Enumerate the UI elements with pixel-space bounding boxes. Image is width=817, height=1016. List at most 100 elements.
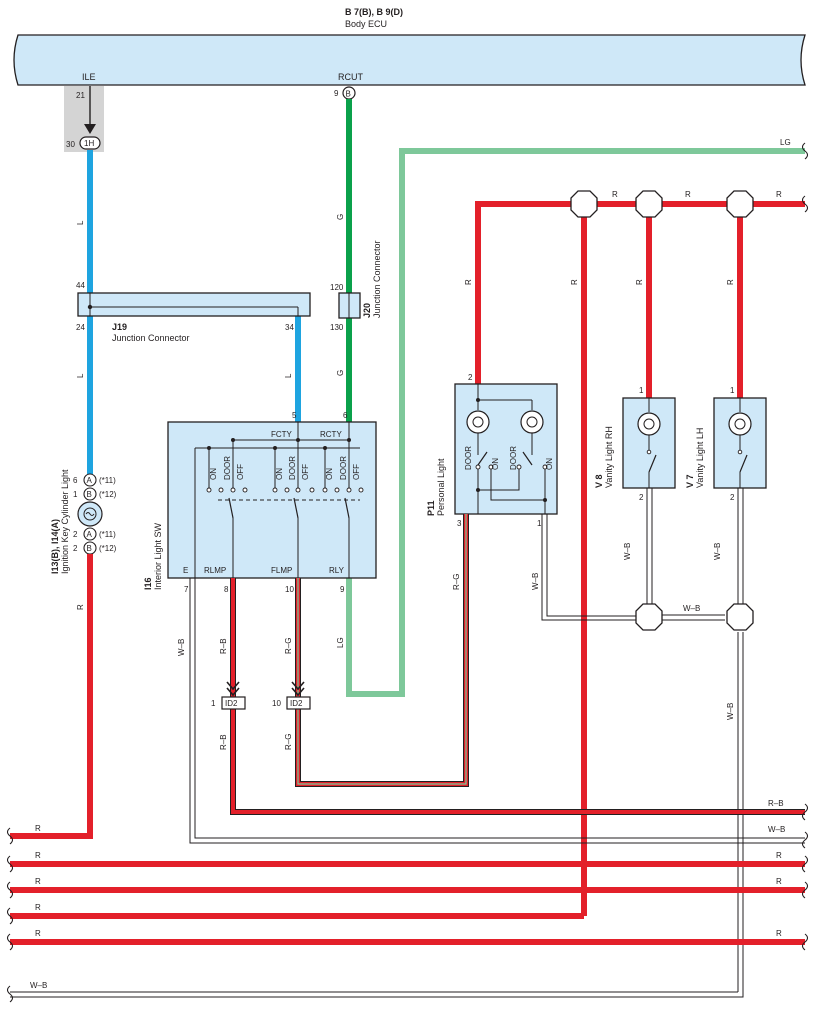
left-wb-label: W–B <box>30 981 47 990</box>
p11-lamp-1-icon <box>466 410 490 434</box>
v8-lamp-icon <box>637 412 661 436</box>
v8-code: V 8 <box>594 474 604 488</box>
i16-pin-6: 6 <box>343 411 348 420</box>
left-r2-label: R <box>35 851 41 860</box>
wire-r-bus-top <box>475 201 805 384</box>
p11-pin-2: 2 <box>468 373 473 382</box>
id2-1-id: ID2 <box>225 699 238 708</box>
ign-pin-a1: 6 <box>73 476 78 485</box>
wire-break-marks <box>6 803 809 1003</box>
id2-10-pin: 10 <box>272 699 281 708</box>
ecu-pin-rcut: RCUT <box>338 72 363 82</box>
body-ecu <box>13 34 806 86</box>
p11-door-link <box>478 469 520 491</box>
p11-on-1-label: ON <box>491 458 500 470</box>
wire-r-ign-label: R <box>76 604 85 610</box>
wire-lg-break <box>801 142 809 160</box>
ign-note-b2: (*12) <box>99 544 117 553</box>
connector-1h <box>79 136 101 150</box>
j19-code: J19 <box>112 322 127 332</box>
rcut-conn-label: B <box>346 90 351 99</box>
v7-code: V 7 <box>685 474 695 488</box>
ecu-name: Body ECU <box>345 19 387 29</box>
p11-door-2-label: DOOR <box>509 446 518 470</box>
i16-door-label-2: DOOR <box>288 456 297 480</box>
right-rb-label: R–B <box>768 799 784 808</box>
j19-name: Junction Connector <box>112 333 190 343</box>
i16-code: I16 <box>143 577 153 590</box>
connector-id2-10 <box>286 696 311 710</box>
splice-r-2 <box>635 190 663 218</box>
j20-code: J20 <box>362 303 372 318</box>
v8-switch-blade <box>648 454 657 473</box>
connector-id2-1 <box>221 696 246 710</box>
p11-contact-1 <box>475 464 481 470</box>
conn-1h-id: 1H <box>84 139 94 148</box>
id2-10-id: ID2 <box>290 699 303 708</box>
wire-rb-2-label: R–B <box>219 734 228 750</box>
wire-l-j19-label: L <box>284 373 293 378</box>
arrow-down-icon <box>84 124 96 134</box>
i16-blade-1 <box>228 497 234 519</box>
left-r3-label: R <box>35 877 41 886</box>
wire-wb-v8-label: W–B <box>623 543 632 560</box>
j19-pin-34: 34 <box>285 323 294 332</box>
i16-term-flmp: FLMP <box>271 566 292 575</box>
id2-1-pin: 1 <box>211 699 216 708</box>
v7-contact <box>737 449 743 455</box>
wire-lg <box>346 148 805 697</box>
wire-rg-p11-label: R–G <box>452 574 461 590</box>
ign-conn-a2 <box>83 527 97 541</box>
j19-pin-24: 24 <box>76 323 85 332</box>
wire-r-bus-label-3: R <box>776 190 782 199</box>
v8-pin-1: 1 <box>639 386 644 395</box>
ign-conn-a2-label: A <box>87 530 93 539</box>
right-r1-label: R <box>776 851 782 860</box>
p11-code: P11 <box>426 500 436 516</box>
left-r5-label: R <box>35 929 41 938</box>
i16-pin-10: 10 <box>285 585 294 594</box>
i16-blade-3 <box>344 497 350 519</box>
splice-r-3 <box>726 190 754 218</box>
ecu-code: B 7(B), B 9(D) <box>345 7 403 17</box>
left-r4-label: R <box>35 903 41 912</box>
p11-switch-2-blade <box>522 451 533 466</box>
i16-contacts <box>206 487 364 493</box>
i16-term-e: E <box>183 566 188 575</box>
wire-g-top-label: G <box>336 214 345 220</box>
wire-l-mid-label: L <box>76 373 85 378</box>
ign-lamp-filament <box>85 512 95 516</box>
i16-off-label-3: OFF <box>352 464 361 480</box>
wire-r-bus-label-1: R <box>612 190 618 199</box>
splice-r-1 <box>570 190 598 218</box>
wire-r-v8-label: R <box>635 279 644 285</box>
i16-term-fcty: FCTY <box>271 430 293 439</box>
conn-1h-pin: 30 <box>66 140 75 149</box>
wire-l-top-label: L <box>76 220 85 225</box>
i16-off-label-2: OFF <box>301 464 310 480</box>
v7-switch-blade <box>739 454 748 473</box>
v7-lamp-bulb <box>734 418 746 430</box>
v8-lamp-bulb <box>643 418 655 430</box>
wire-rb-1-label: R–B <box>219 638 228 654</box>
wire-r-bus-break <box>801 195 809 213</box>
wire-r-v7-label: R <box>726 279 735 285</box>
p11-on-2-label: ON <box>545 458 554 470</box>
id2-10-arrow-icon <box>291 681 305 697</box>
v8-name: Vanity Light RH <box>604 426 614 488</box>
i16-on-label-3: ON <box>325 468 334 480</box>
wire-r-bus-label-2: R <box>685 190 691 199</box>
i16-pin-9: 9 <box>340 585 345 594</box>
splice-wb-1 <box>635 603 663 631</box>
id2-1-arrow-icon <box>226 681 240 697</box>
ign-conn-a1 <box>83 473 97 487</box>
wire-rg-2-label: R–G <box>284 734 293 750</box>
p11-pin-3: 3 <box>457 519 462 528</box>
ign-conn-b1-label: B <box>87 490 92 499</box>
i16-splices <box>207 438 351 450</box>
p11-lamp-2-icon <box>520 410 544 434</box>
i16-blade-2 <box>293 497 299 519</box>
v8-contact <box>646 449 652 455</box>
i16-off-label-1: OFF <box>236 464 245 480</box>
